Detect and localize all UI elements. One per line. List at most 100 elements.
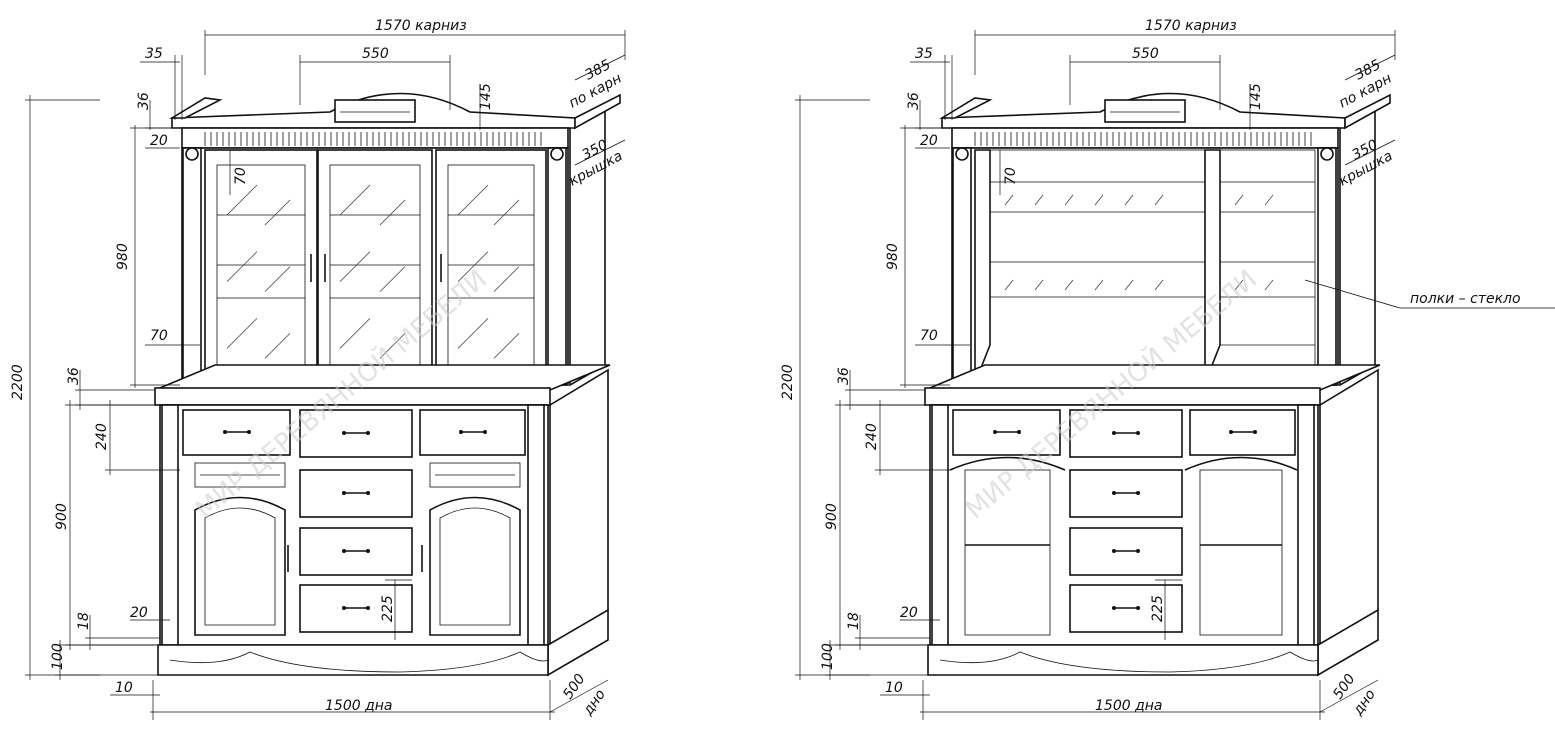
- dimension-label: 240: [94, 423, 110, 450]
- handle-knob: [366, 431, 370, 435]
- dimension-line: [1344, 54, 1396, 81]
- lower-door: [429, 496, 521, 636]
- dimension-label: дно: [1350, 687, 1379, 719]
- glass-mark: [1064, 279, 1074, 291]
- pilaster-right: [1317, 147, 1337, 386]
- handle-knob: [1017, 430, 1021, 434]
- callout-glass-shelves: полки – стекло: [1304, 279, 1555, 309]
- cornice-end: [169, 97, 223, 119]
- drawer-left: [182, 409, 291, 456]
- glass-reflection: [493, 266, 520, 292]
- glass-reflection: [339, 251, 371, 282]
- glass-reflection: [379, 266, 406, 292]
- handle-knob: [342, 431, 346, 435]
- dimension-label: 900: [54, 503, 70, 530]
- dimension-label: 36: [906, 92, 922, 110]
- side-board: [974, 149, 991, 384]
- dimension-label: 1570 карниз: [1145, 18, 1237, 34]
- dimension-label: 550: [1132, 46, 1159, 62]
- dimension-label: 240: [864, 423, 880, 450]
- capital: [1320, 147, 1334, 161]
- interior: [1199, 469, 1283, 636]
- side-panel-lower: [1319, 368, 1379, 647]
- dimension-label: 2200: [10, 364, 26, 400]
- dimension-label: 1570 карниз: [375, 18, 467, 34]
- handle-knob: [1112, 549, 1116, 553]
- cornice-side: [574, 93, 621, 130]
- door-panel: [439, 507, 511, 626]
- dimension-label: 70: [233, 167, 249, 185]
- carved-panel: [429, 462, 521, 488]
- glass-mark: [1124, 279, 1134, 291]
- handle-knob: [1112, 606, 1116, 610]
- dimension-label: 100: [820, 643, 836, 670]
- handle-knob: [342, 549, 346, 553]
- glass-mark: [1264, 279, 1274, 291]
- glass-reflection: [493, 333, 520, 359]
- door-panel: [204, 507, 276, 626]
- handle-knob: [366, 549, 370, 553]
- handle-knob: [366, 491, 370, 495]
- arch-carving: [1104, 99, 1186, 123]
- handle-knob: [1112, 491, 1116, 495]
- dimension-label: 980: [885, 243, 901, 270]
- glass-reflection: [264, 199, 291, 226]
- handle-knob: [1229, 430, 1233, 434]
- glass-mark: [1064, 194, 1074, 206]
- capital: [185, 147, 199, 161]
- glass-reflection: [457, 184, 489, 216]
- capital: [550, 147, 564, 161]
- glass-reflection: [264, 266, 291, 292]
- glass-reflection: [379, 199, 406, 226]
- pilaster-left: [952, 147, 972, 386]
- glass-mark: [1094, 279, 1104, 291]
- handle-knob: [1136, 431, 1140, 435]
- handle-knob: [223, 430, 227, 434]
- pilaster: [527, 404, 545, 646]
- handle-knob: [459, 430, 463, 434]
- lower-door: [194, 496, 286, 636]
- carved-panel: [194, 462, 286, 488]
- dimension-label: 10: [115, 680, 133, 696]
- glass-reflection: [457, 251, 489, 282]
- drawer-left: [952, 409, 1061, 456]
- glass-reflection: [226, 251, 258, 282]
- handle-knob: [1136, 491, 1140, 495]
- dimension-label: 10: [885, 680, 903, 696]
- plinth: [927, 644, 1319, 676]
- dimension-label: 18: [846, 612, 862, 630]
- handle-knob: [366, 606, 370, 610]
- handle-knob: [247, 430, 251, 434]
- plinth-curve: [169, 651, 549, 673]
- pilaster: [931, 404, 949, 646]
- handle-knob: [342, 491, 346, 495]
- dimension-line: [1319, 679, 1379, 713]
- dimension-label: 36: [836, 367, 852, 385]
- dimension-label: 20: [130, 605, 148, 621]
- handle-knob: [342, 606, 346, 610]
- dimension-label: дно: [580, 687, 609, 719]
- pilaster-right: [547, 147, 567, 386]
- frieze: [181, 127, 569, 149]
- dimension-label: 35: [145, 46, 163, 62]
- glass-mark: [1234, 194, 1244, 206]
- callout-label: полки – стекло: [1410, 291, 1521, 307]
- dimension-label: 70: [920, 328, 938, 344]
- dimension-label: 20: [150, 133, 168, 149]
- glass-mark: [1154, 194, 1164, 206]
- side-panel-lower: [549, 368, 609, 647]
- handle-knob: [993, 430, 997, 434]
- frieze: [951, 127, 1339, 149]
- cornice-side: [1344, 93, 1391, 130]
- capital: [955, 147, 969, 161]
- pilaster: [161, 404, 179, 646]
- glass-reflection: [339, 184, 371, 216]
- glass-reflection: [339, 318, 371, 349]
- glass-door: [435, 149, 547, 384]
- glass-mark: [1264, 194, 1274, 206]
- handle-knob: [1136, 549, 1140, 553]
- drawer-center: [299, 584, 413, 633]
- dimension-label: 18: [76, 612, 92, 630]
